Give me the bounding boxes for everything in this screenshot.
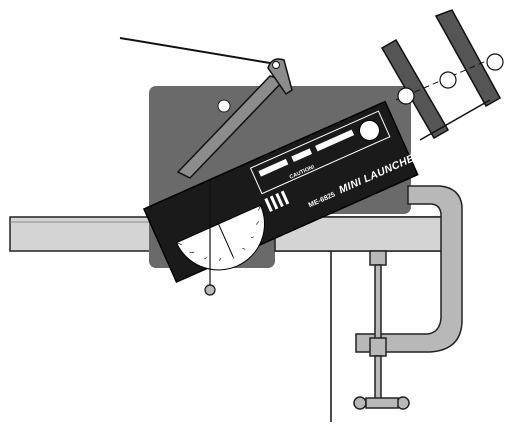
photogate-ring [486,53,504,71]
photogate-ring [439,71,457,89]
launcher-body: CAUTION! ME-6825 MINI LAUNCHER [142,100,423,284]
support-rods [380,9,504,141]
cord-line [119,37,277,65]
plumb-bob [204,284,216,296]
launcher-barrel [359,119,381,141]
trigger-arm [176,58,293,179]
photogate-ring [397,87,415,105]
protractor [175,204,265,271]
plate-hole [217,99,231,113]
hook-eye [272,61,280,69]
c-clamp [353,185,463,410]
